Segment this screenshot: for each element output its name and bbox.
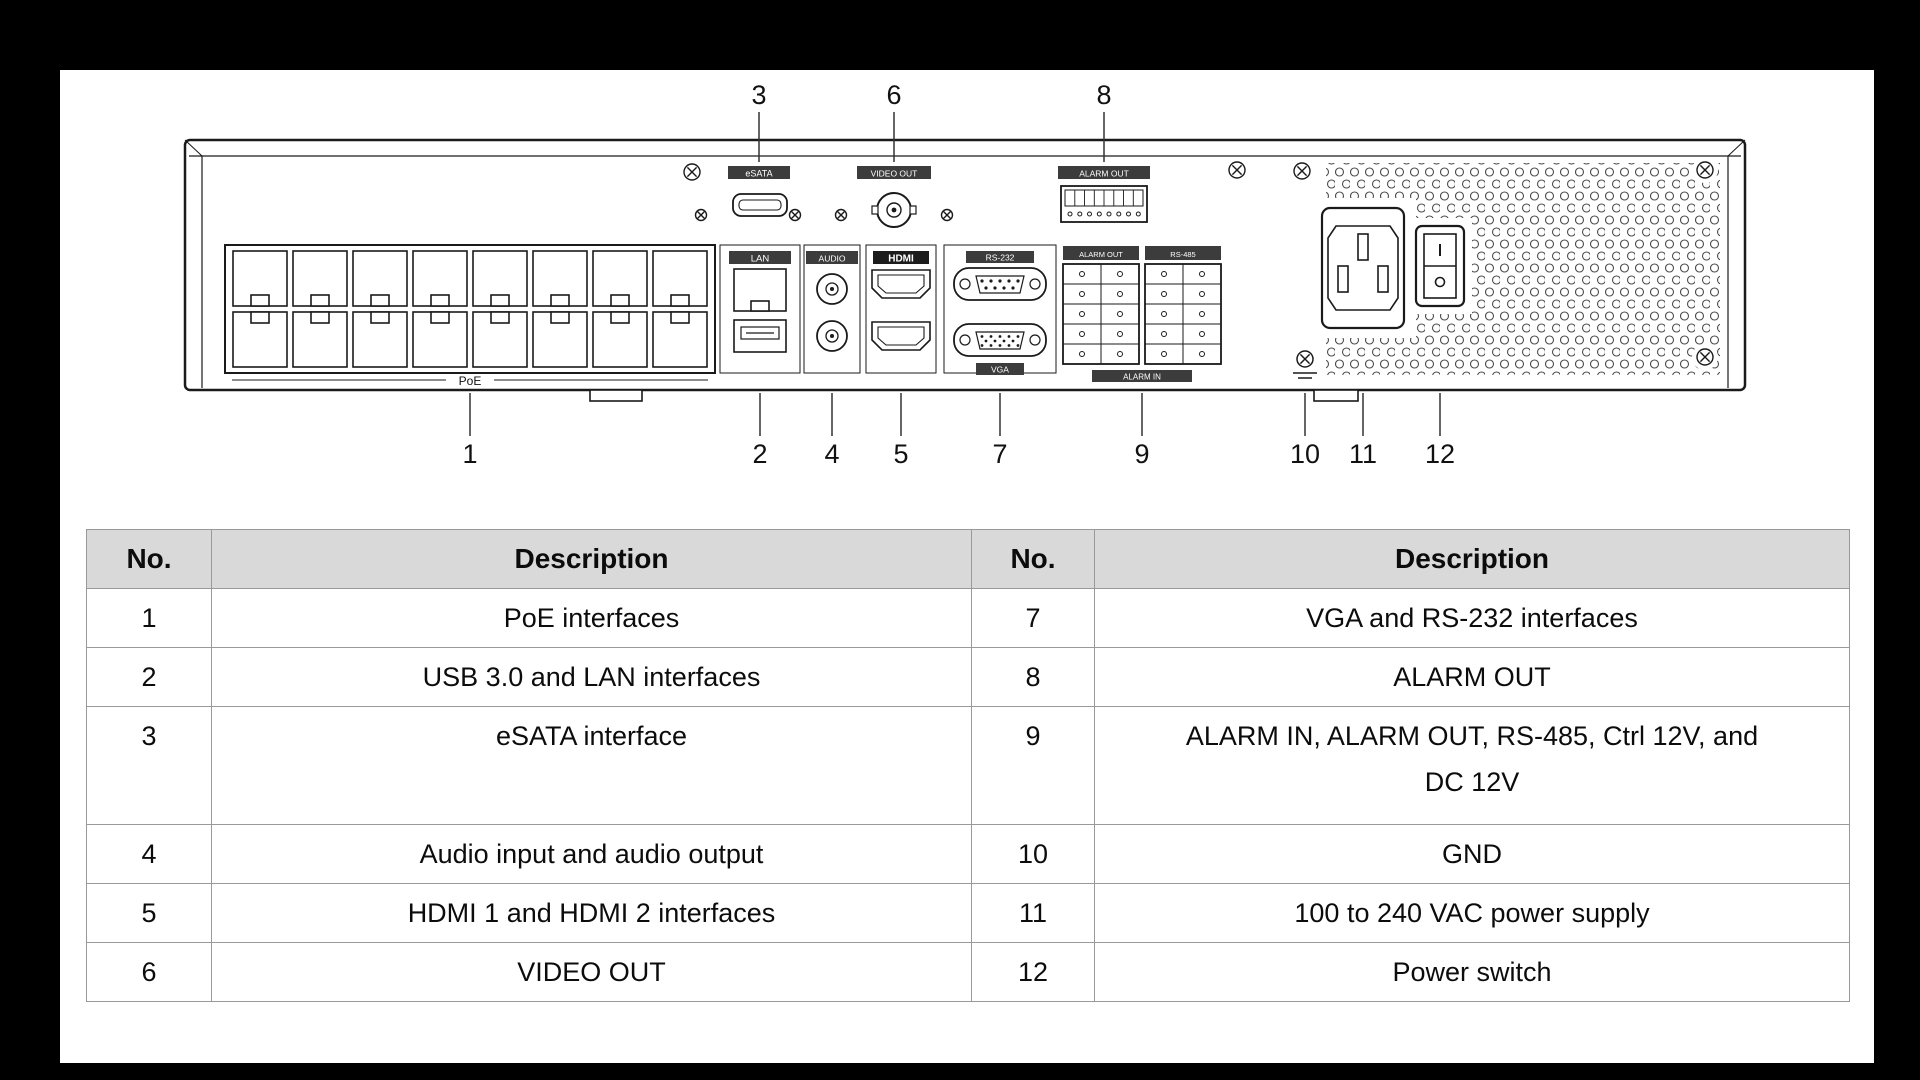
- cell-no: 6: [86, 942, 212, 1002]
- rs485-label: RS-485: [1170, 250, 1195, 259]
- cell-description: VGA and RS-232 interfaces: [1094, 588, 1850, 648]
- table-row: 4 Audio input and audio output 10 GND: [86, 824, 1850, 884]
- alarm-in-terminal-section: ALARM OUT RS-485: [1062, 246, 1222, 382]
- power-inlet: [1308, 198, 1416, 338]
- callout-7: 7: [992, 439, 1007, 469]
- hdmi-logo: HDMI: [888, 254, 914, 265]
- esata-section: eSATA: [728, 166, 790, 217]
- table-row: 1 PoE interfaces 7 VGA and RS-232 interf…: [86, 588, 1850, 648]
- callout-3: 3: [751, 80, 766, 110]
- header-description-left: Description: [211, 529, 972, 589]
- header-description-right: Description: [1094, 529, 1850, 589]
- callout-8: 8: [1096, 80, 1111, 110]
- cell-description: PoE interfaces: [211, 588, 972, 648]
- cell-no: 5: [86, 883, 212, 943]
- callout-9: 9: [1134, 439, 1149, 469]
- cell-no: 11: [971, 883, 1095, 943]
- vga-label: VGA: [991, 365, 1009, 375]
- table-row: 6 VIDEO OUT 12 Power switch: [86, 942, 1850, 1002]
- cell-no: 3: [86, 706, 212, 825]
- audio-section: AUDIO: [803, 244, 861, 374]
- table-row: 2 USB 3.0 and LAN interfaces 8 ALARM OUT: [86, 647, 1850, 707]
- cell-no: 9: [971, 706, 1095, 825]
- power-switch: [1408, 218, 1472, 314]
- callout-numbers: 3 6 8 1 2 4 5 7 9 10 11 12: [462, 80, 1455, 469]
- cell-no: 12: [971, 942, 1095, 1002]
- cell-description: eSATA interface: [211, 706, 972, 825]
- cell-description: ALARM OUT: [1094, 647, 1850, 707]
- alarm-out-small-label: ALARM OUT: [1079, 250, 1123, 259]
- hdmi-section: HDMI: [865, 244, 937, 374]
- poe-label: PoE: [459, 374, 482, 388]
- rear-panel-diagram: PoE LAN AUDIO: [183, 80, 1747, 469]
- cell-description: Power switch: [1094, 942, 1850, 1002]
- cell-description: Audio input and audio output: [211, 824, 972, 884]
- video-out-section: VIDEO OUT: [857, 166, 931, 228]
- poe-section: PoE: [224, 244, 716, 388]
- gnd-screw: [1293, 350, 1317, 379]
- table-row: 3 eSATA interface 9 ALARM IN, ALARM OUT,…: [86, 706, 1850, 825]
- cell-no: 2: [86, 647, 212, 707]
- vga-rs232-section: RS-232: [943, 244, 1057, 375]
- cell-no: 8: [971, 647, 1095, 707]
- cell-description: GND: [1094, 824, 1850, 884]
- callout-1: 1: [462, 439, 477, 469]
- callout-lines: [469, 112, 1441, 436]
- rs232-label: RS-232: [986, 253, 1015, 263]
- audio-label: AUDIO: [819, 254, 846, 264]
- panel-screws: [683, 157, 1718, 370]
- cell-description: ALARM IN, ALARM OUT, RS-485, Ctrl 12V, a…: [1094, 706, 1850, 825]
- table-header-row: No. Description No. Description: [86, 529, 1850, 589]
- cell-no: 4: [86, 824, 212, 884]
- cell-description: USB 3.0 and LAN interfaces: [211, 647, 972, 707]
- legend-table: No. Description No. Description 1 PoE in…: [86, 529, 1850, 1002]
- cell-no: 7: [971, 588, 1095, 648]
- video-out-label: VIDEO OUT: [871, 169, 918, 179]
- esata-label: eSATA: [745, 169, 772, 179]
- alarm-out-section: ALARM OUT: [1058, 166, 1150, 223]
- callout-6: 6: [886, 80, 901, 110]
- cell-description: 100 to 240 VAC power supply: [1094, 883, 1850, 943]
- callout-11: 11: [1349, 439, 1377, 469]
- cell-no: 10: [971, 824, 1095, 884]
- callout-4: 4: [824, 439, 839, 469]
- table-row: 5 HDMI 1 and HDMI 2 interfaces 11 100 to…: [86, 883, 1850, 943]
- cell-no: 1: [86, 588, 212, 648]
- header-no-right: No.: [971, 529, 1095, 589]
- header-no-left: No.: [86, 529, 212, 589]
- cell-description: HDMI 1 and HDMI 2 interfaces: [211, 883, 972, 943]
- manual-page: PoE LAN AUDIO: [60, 70, 1874, 1063]
- alarm-out-label: ALARM OUT: [1079, 169, 1129, 179]
- alarm-in-label: ALARM IN: [1123, 373, 1161, 382]
- lan-label: LAN: [751, 254, 770, 265]
- callout-2: 2: [752, 439, 767, 469]
- callout-10: 10: [1290, 439, 1320, 469]
- lan-usb-section: LAN: [719, 244, 801, 374]
- callout-5: 5: [893, 439, 908, 469]
- callout-12: 12: [1425, 439, 1455, 469]
- cell-description: VIDEO OUT: [211, 942, 972, 1002]
